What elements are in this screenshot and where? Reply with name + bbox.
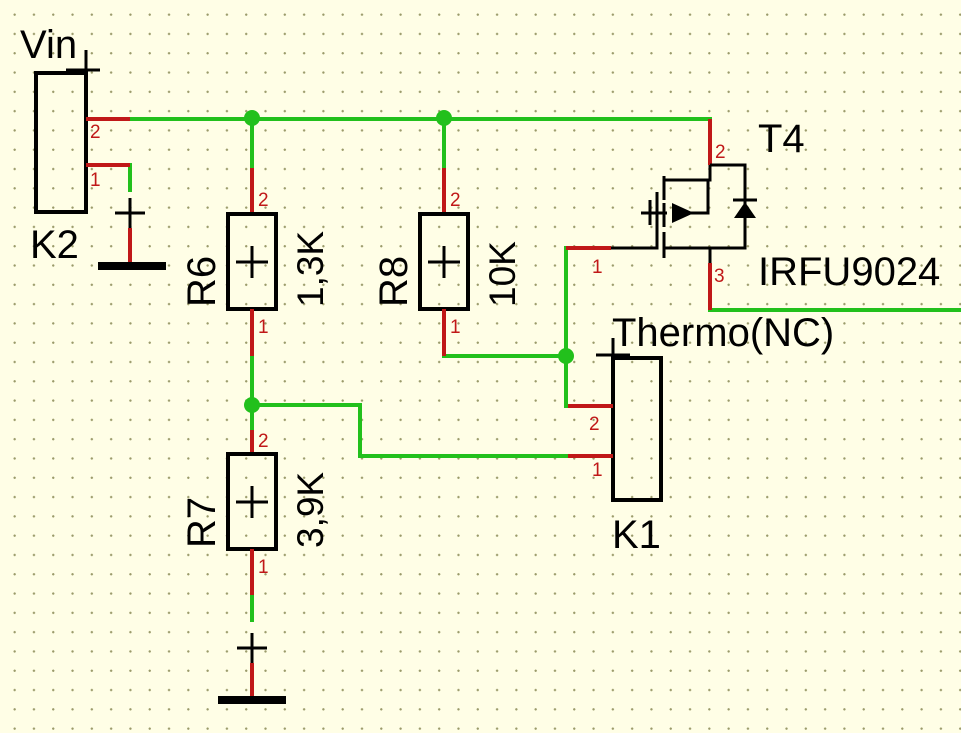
k1-thermo-switch[interactable]: 2 1 Thermo(NC) K1	[568, 311, 834, 557]
t4-body-diode	[734, 202, 756, 218]
k2-body	[34, 71, 88, 214]
t4-channel-arrow	[672, 203, 694, 223]
k1-function-label: Thermo(NC)	[612, 311, 834, 355]
t4-gate-plate	[611, 192, 659, 250]
k1-designator: K1	[612, 513, 661, 557]
k1-pin2-number: 2	[589, 414, 600, 435]
junction-dot	[436, 110, 452, 126]
r6-value: 1,3K	[290, 231, 331, 307]
junction-dot	[558, 348, 574, 364]
r6-resistor[interactable]: 2 1 R6 1,3K	[180, 168, 331, 356]
vin-net-label: Vin	[20, 23, 77, 67]
t4-designator: T4	[758, 117, 805, 161]
r8-pin1-number: 1	[450, 317, 461, 338]
r7-value: 3,9K	[290, 472, 331, 548]
junction-dot	[244, 397, 260, 413]
t4-pin1-number: 1	[592, 257, 603, 278]
k1-body	[611, 356, 663, 502]
k2-origin-mark	[66, 50, 100, 73]
r6-pin1-number: 1	[258, 317, 269, 338]
t4-internal-leads	[664, 163, 747, 263]
k2-pin1-number: 1	[90, 170, 101, 191]
t4-pin2-number: 2	[715, 142, 726, 163]
ground-symbol-k2	[98, 198, 166, 270]
junctions	[244, 110, 574, 413]
k1-origin-mark	[596, 338, 630, 358]
r8-resistor[interactable]: 2 1 R8 10K	[372, 168, 523, 356]
r8-value: 10K	[482, 241, 523, 307]
junction-dot	[244, 110, 260, 126]
r7-pin1-number: 1	[258, 557, 269, 578]
r8-origin-mark	[428, 246, 460, 278]
r7-pin2-number: 2	[258, 431, 269, 452]
t4-origin-mark	[641, 200, 667, 225]
wires	[128, 117, 961, 622]
r7-designator: R7	[180, 497, 224, 548]
t4-mosfet[interactable]: 2 1 3 T4 IRFU9024	[566, 117, 940, 310]
k1-pin1-number: 1	[592, 460, 603, 481]
r8-designator: R8	[372, 256, 416, 307]
k2-designator: K2	[30, 223, 79, 267]
r6-designator: R6	[180, 256, 224, 307]
r7-resistor[interactable]: 2 1 R7 3,9K	[180, 430, 331, 595]
r7-origin-mark	[236, 486, 268, 518]
r8-pin2-number: 2	[450, 190, 461, 211]
ground-symbol-r7	[218, 633, 286, 704]
k2-pin2-number: 2	[90, 122, 101, 143]
r6-pin2-number: 2	[258, 190, 269, 211]
t4-part-number: IRFU9024	[758, 250, 940, 294]
wire-divider-to-k1-pin1	[250, 403, 570, 458]
k2-connector[interactable]: 2 1 Vin K2	[20, 23, 130, 267]
t4-pin3-number: 3	[714, 266, 725, 287]
r6-origin-mark	[236, 246, 268, 278]
wire-gate-to-k1-pin2	[564, 246, 570, 408]
